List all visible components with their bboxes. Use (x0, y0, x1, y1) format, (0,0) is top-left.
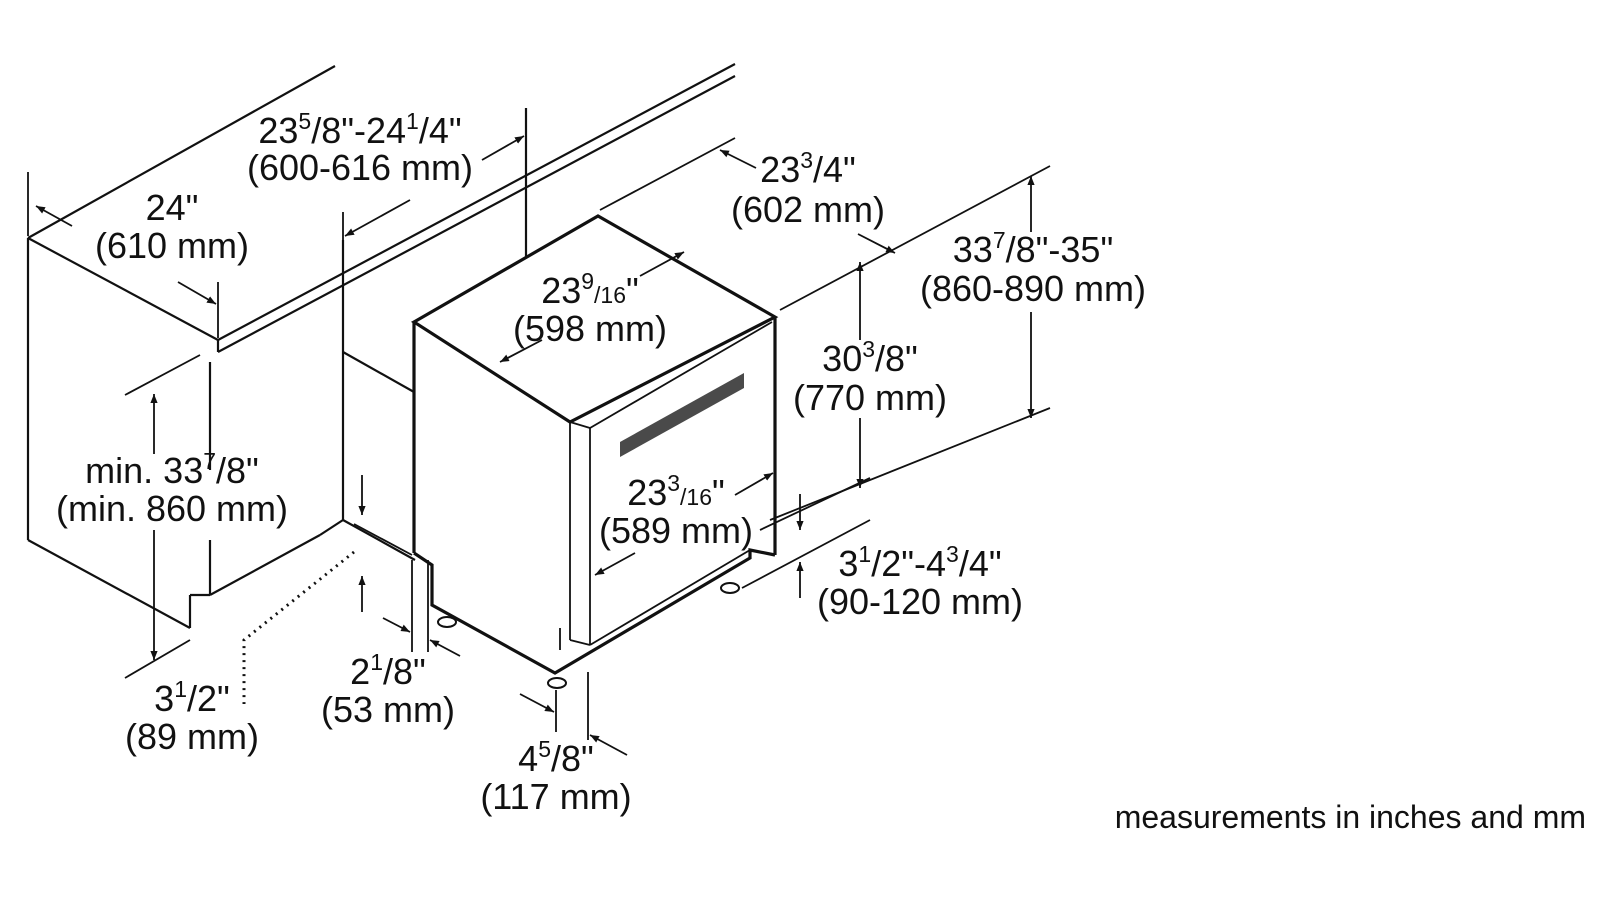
arrow-foot-depth (519, 693, 555, 713)
label-cabinet-depth-mm: (610 mm) (95, 225, 249, 266)
foot (720, 582, 740, 594)
label-min-height-mm: (min. 860 mm) (56, 488, 288, 529)
label-min-height-in: min. 337/8" (85, 448, 259, 491)
arrow-toe-recess (429, 639, 461, 657)
arrow-door-depth (594, 552, 636, 576)
label-foot-depth-in: 45/8" (518, 736, 594, 779)
label-unit-width-mm: (602 mm) (731, 189, 885, 230)
arrow-24in (177, 281, 217, 305)
label-unit-height-in: 303/8" (822, 336, 918, 379)
label-top-depth-in: 239/16" (541, 268, 639, 311)
arrow-niche-width (344, 199, 411, 237)
arrow-top-depth (499, 339, 543, 363)
label-niche-height-in: 337/8"-35" (953, 227, 1113, 270)
label-kick-mm: (89 mm) (125, 716, 259, 757)
footnote: measurements in inches and mm (1115, 799, 1586, 835)
arrow-24in (35, 205, 73, 227)
label-niche-width-in: 235/8"-241/4" (258, 108, 461, 151)
label-unit-height-mm: (770 mm) (793, 377, 947, 418)
label-cabinet-depth-in: 24" (146, 187, 199, 228)
label-top-depth-mm: (598 mm) (513, 308, 667, 349)
label-niche-height-mm: (860-890 mm) (920, 268, 1146, 309)
arrow-toe-recess (382, 617, 411, 633)
arrow-foot-depth (589, 734, 628, 756)
label-door-depth-mm: (589 mm) (599, 510, 753, 551)
label-toe-recess-mm: (53 mm) (321, 689, 455, 730)
label-toe-height-mm: (90-120 mm) (817, 581, 1023, 622)
kick-dotted-line (242, 550, 355, 704)
dishwasher-body (410, 214, 779, 675)
dimension-labels: 24" (610 mm) 235/8"-241/4" (600-616 mm) … (56, 108, 1586, 835)
label-toe-height-in: 31/2"-43/4" (838, 541, 1001, 584)
label-door-depth-in: 233/16" (627, 470, 725, 513)
label-unit-width-in: 233/4" (760, 147, 856, 190)
arrow-unit-width (719, 149, 757, 169)
label-niche-width-mm: (600-616 mm) (247, 147, 473, 188)
label-toe-recess-in: 21/8" (350, 649, 426, 692)
arrow-niche-width (481, 135, 525, 161)
foot (437, 616, 457, 628)
label-foot-depth-mm: (117 mm) (480, 776, 631, 817)
dimension-lines (27, 135, 1051, 756)
countertop-outline (26, 63, 736, 629)
foot (547, 677, 567, 689)
arrow-top-depth (639, 251, 685, 277)
arrow-door-depth (734, 472, 774, 496)
arrow-unit-width (857, 233, 896, 254)
leveling-feet (437, 582, 740, 689)
door-handle (620, 373, 744, 457)
label-kick-in: 31/2" (154, 676, 230, 719)
